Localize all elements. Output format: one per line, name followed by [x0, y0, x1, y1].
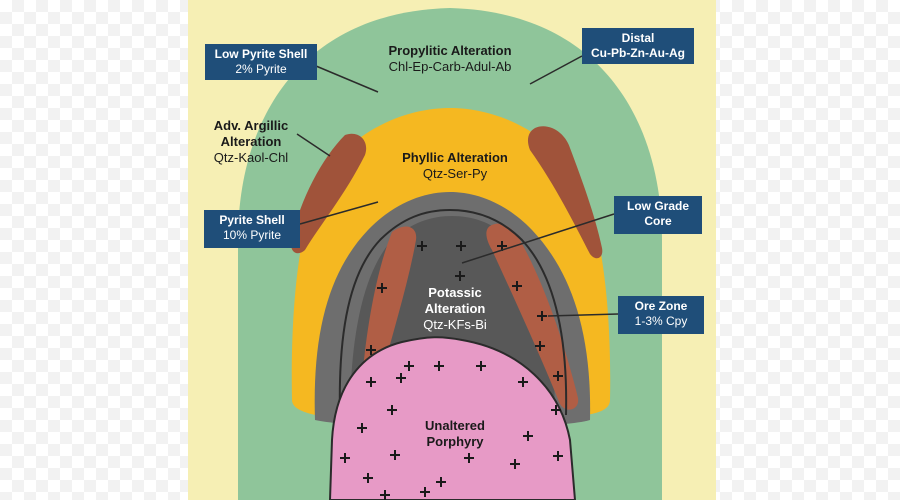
propylitic-label: Propylitic Alteration Chl-Ep-Carb-Adul-A… — [350, 43, 550, 75]
low-pyrite-shell-title: Low Pyrite Shell — [214, 47, 308, 61]
ore-zone-callout: Ore Zone 1-3% Cpy — [618, 296, 704, 334]
low-grade-title-line1: Low Grade — [626, 199, 689, 213]
potassic-minerals: Qtz-KFs-Bi — [423, 317, 487, 332]
pyrite-shell-title: Pyrite Shell — [219, 213, 285, 227]
argillic-title-line1: Adv. Argillic — [213, 118, 289, 133]
phyllic-label: Phyllic Alteration Qtz-Ser-Py — [370, 150, 540, 182]
unaltered-title-line1: Unaltered — [425, 418, 485, 433]
ore-zone-title: Ore Zone — [634, 299, 688, 313]
ore-zone-right — [486, 223, 579, 410]
unaltered-label: Unaltered Porphyry — [400, 418, 510, 450]
plus-markers — [340, 241, 563, 500]
low-grade-core-callout: Low Grade Core — [614, 196, 702, 234]
potassic-label: Potassic Alteration Qtz-KFs-Bi — [400, 285, 510, 333]
unaltered-porphyry-zone — [328, 336, 577, 500]
argillic-minerals: Qtz-Kaol-Chl — [213, 150, 289, 165]
distal-callout: Distal Cu-Pb-Zn-Au-Ag — [582, 28, 694, 64]
ore-zone-value: 1-3% Cpy — [634, 314, 688, 328]
low-pyrite-shell-value: 2% Pyrite — [235, 62, 287, 76]
unaltered-title-line2: Porphyry — [426, 434, 484, 449]
argillic-title-line2: Alteration — [220, 134, 282, 149]
low-grade-title-line2: Core — [644, 214, 672, 228]
ore-zone-left — [362, 226, 417, 390]
propylitic-minerals: Chl-Ep-Carb-Adul-Ab — [388, 59, 512, 74]
potassic-title-line2: Alteration — [424, 301, 486, 316]
pyrite-shell-value: 10% Pyrite — [222, 228, 282, 242]
argillic-label: Adv. Argillic Alteration Qtz-Kaol-Chl — [192, 118, 310, 166]
low-pyrite-shell-callout: Low Pyrite Shell 2% Pyrite — [205, 44, 317, 80]
argillic-left — [290, 133, 367, 254]
distal-metals: Cu-Pb-Zn-Au-Ag — [591, 46, 685, 60]
pyrite-shell-callout: Pyrite Shell 10% Pyrite — [204, 210, 300, 248]
phyllic-minerals: Qtz-Ser-Py — [422, 166, 488, 181]
argillic-right — [527, 126, 603, 259]
potassic-title-line1: Potassic — [428, 285, 482, 300]
leader-lines — [296, 55, 619, 317]
distal-title: Distal — [621, 31, 655, 45]
low-grade-core-boundary — [338, 208, 568, 416]
phyllic-title: Phyllic Alteration — [402, 150, 508, 165]
propylitic-title: Propylitic Alteration — [388, 43, 512, 58]
